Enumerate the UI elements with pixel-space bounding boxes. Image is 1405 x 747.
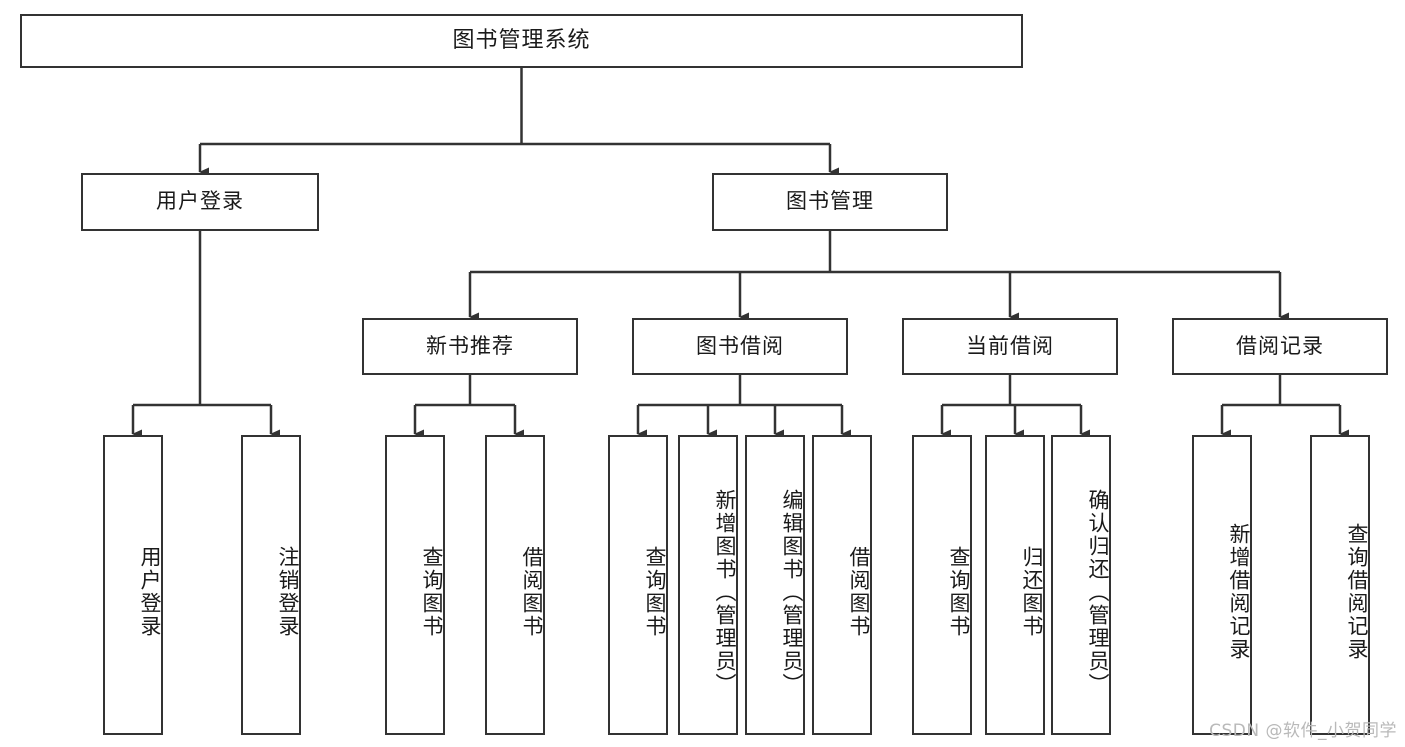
- node-label: 图书管理系统: [452, 27, 591, 53]
- node-root[interactable]: 图书管理系统: [20, 14, 1023, 68]
- node-current[interactable]: 当前借阅: [902, 318, 1118, 375]
- node-bookmgmt[interactable]: 图书管理: [712, 173, 948, 231]
- node-label: 图书管理: [786, 189, 874, 214]
- node-label: 新增图书（管理员）: [713, 488, 737, 696]
- node-l-addrec[interactable]: 新增借阅记录: [1192, 435, 1252, 735]
- node-borrow[interactable]: 图书借阅: [632, 318, 848, 375]
- node-login[interactable]: 用户登录: [81, 173, 319, 231]
- node-l-qbook2[interactable]: 查询图书: [608, 435, 668, 735]
- node-records[interactable]: 借阅记录: [1172, 318, 1388, 375]
- node-l-editbook[interactable]: 编辑图书（管理员）: [745, 435, 805, 735]
- node-l-return[interactable]: 归还图书: [985, 435, 1045, 735]
- node-l-login[interactable]: 用户登录: [103, 435, 163, 735]
- watermark-label: CSDN @软件_小贺同学: [1209, 721, 1397, 741]
- node-label: 用户登录: [156, 189, 244, 214]
- node-l-confirm[interactable]: 确认归还（管理员）: [1051, 435, 1111, 735]
- node-label: 编辑图书（管理员）: [780, 488, 804, 696]
- node-label: 查询图书: [643, 546, 667, 638]
- node-l-qrec[interactable]: 查询借阅记录: [1310, 435, 1370, 735]
- node-label: 查询借阅记录: [1345, 523, 1369, 661]
- node-label: 查询图书: [420, 546, 444, 638]
- node-l-qbook3[interactable]: 查询图书: [912, 435, 972, 735]
- node-label: 新书推荐: [426, 333, 514, 358]
- node-l-logout[interactable]: 注销登录: [241, 435, 301, 735]
- node-label: 借阅图书: [520, 546, 544, 638]
- node-label: 借阅图书: [847, 546, 871, 638]
- node-label: 借阅记录: [1236, 333, 1324, 358]
- node-label: 注销登录: [276, 546, 300, 638]
- node-label: 新增借阅记录: [1227, 523, 1251, 661]
- node-label: 用户登录: [138, 546, 162, 638]
- node-l-addbook[interactable]: 新增图书（管理员）: [678, 435, 738, 735]
- node-l-qbook1[interactable]: 查询图书: [385, 435, 445, 735]
- node-newbook[interactable]: 新书推荐: [362, 318, 578, 375]
- node-label: 确认归还（管理员）: [1086, 488, 1110, 696]
- node-label: 图书借阅: [696, 333, 784, 358]
- node-label: 当前借阅: [966, 333, 1054, 358]
- node-l-bbook1[interactable]: 借阅图书: [485, 435, 545, 735]
- node-l-bbook2[interactable]: 借阅图书: [812, 435, 872, 735]
- node-label: 查询图书: [947, 546, 971, 638]
- node-label: 归还图书: [1020, 546, 1044, 638]
- connector-lines: [131, 68, 1349, 439]
